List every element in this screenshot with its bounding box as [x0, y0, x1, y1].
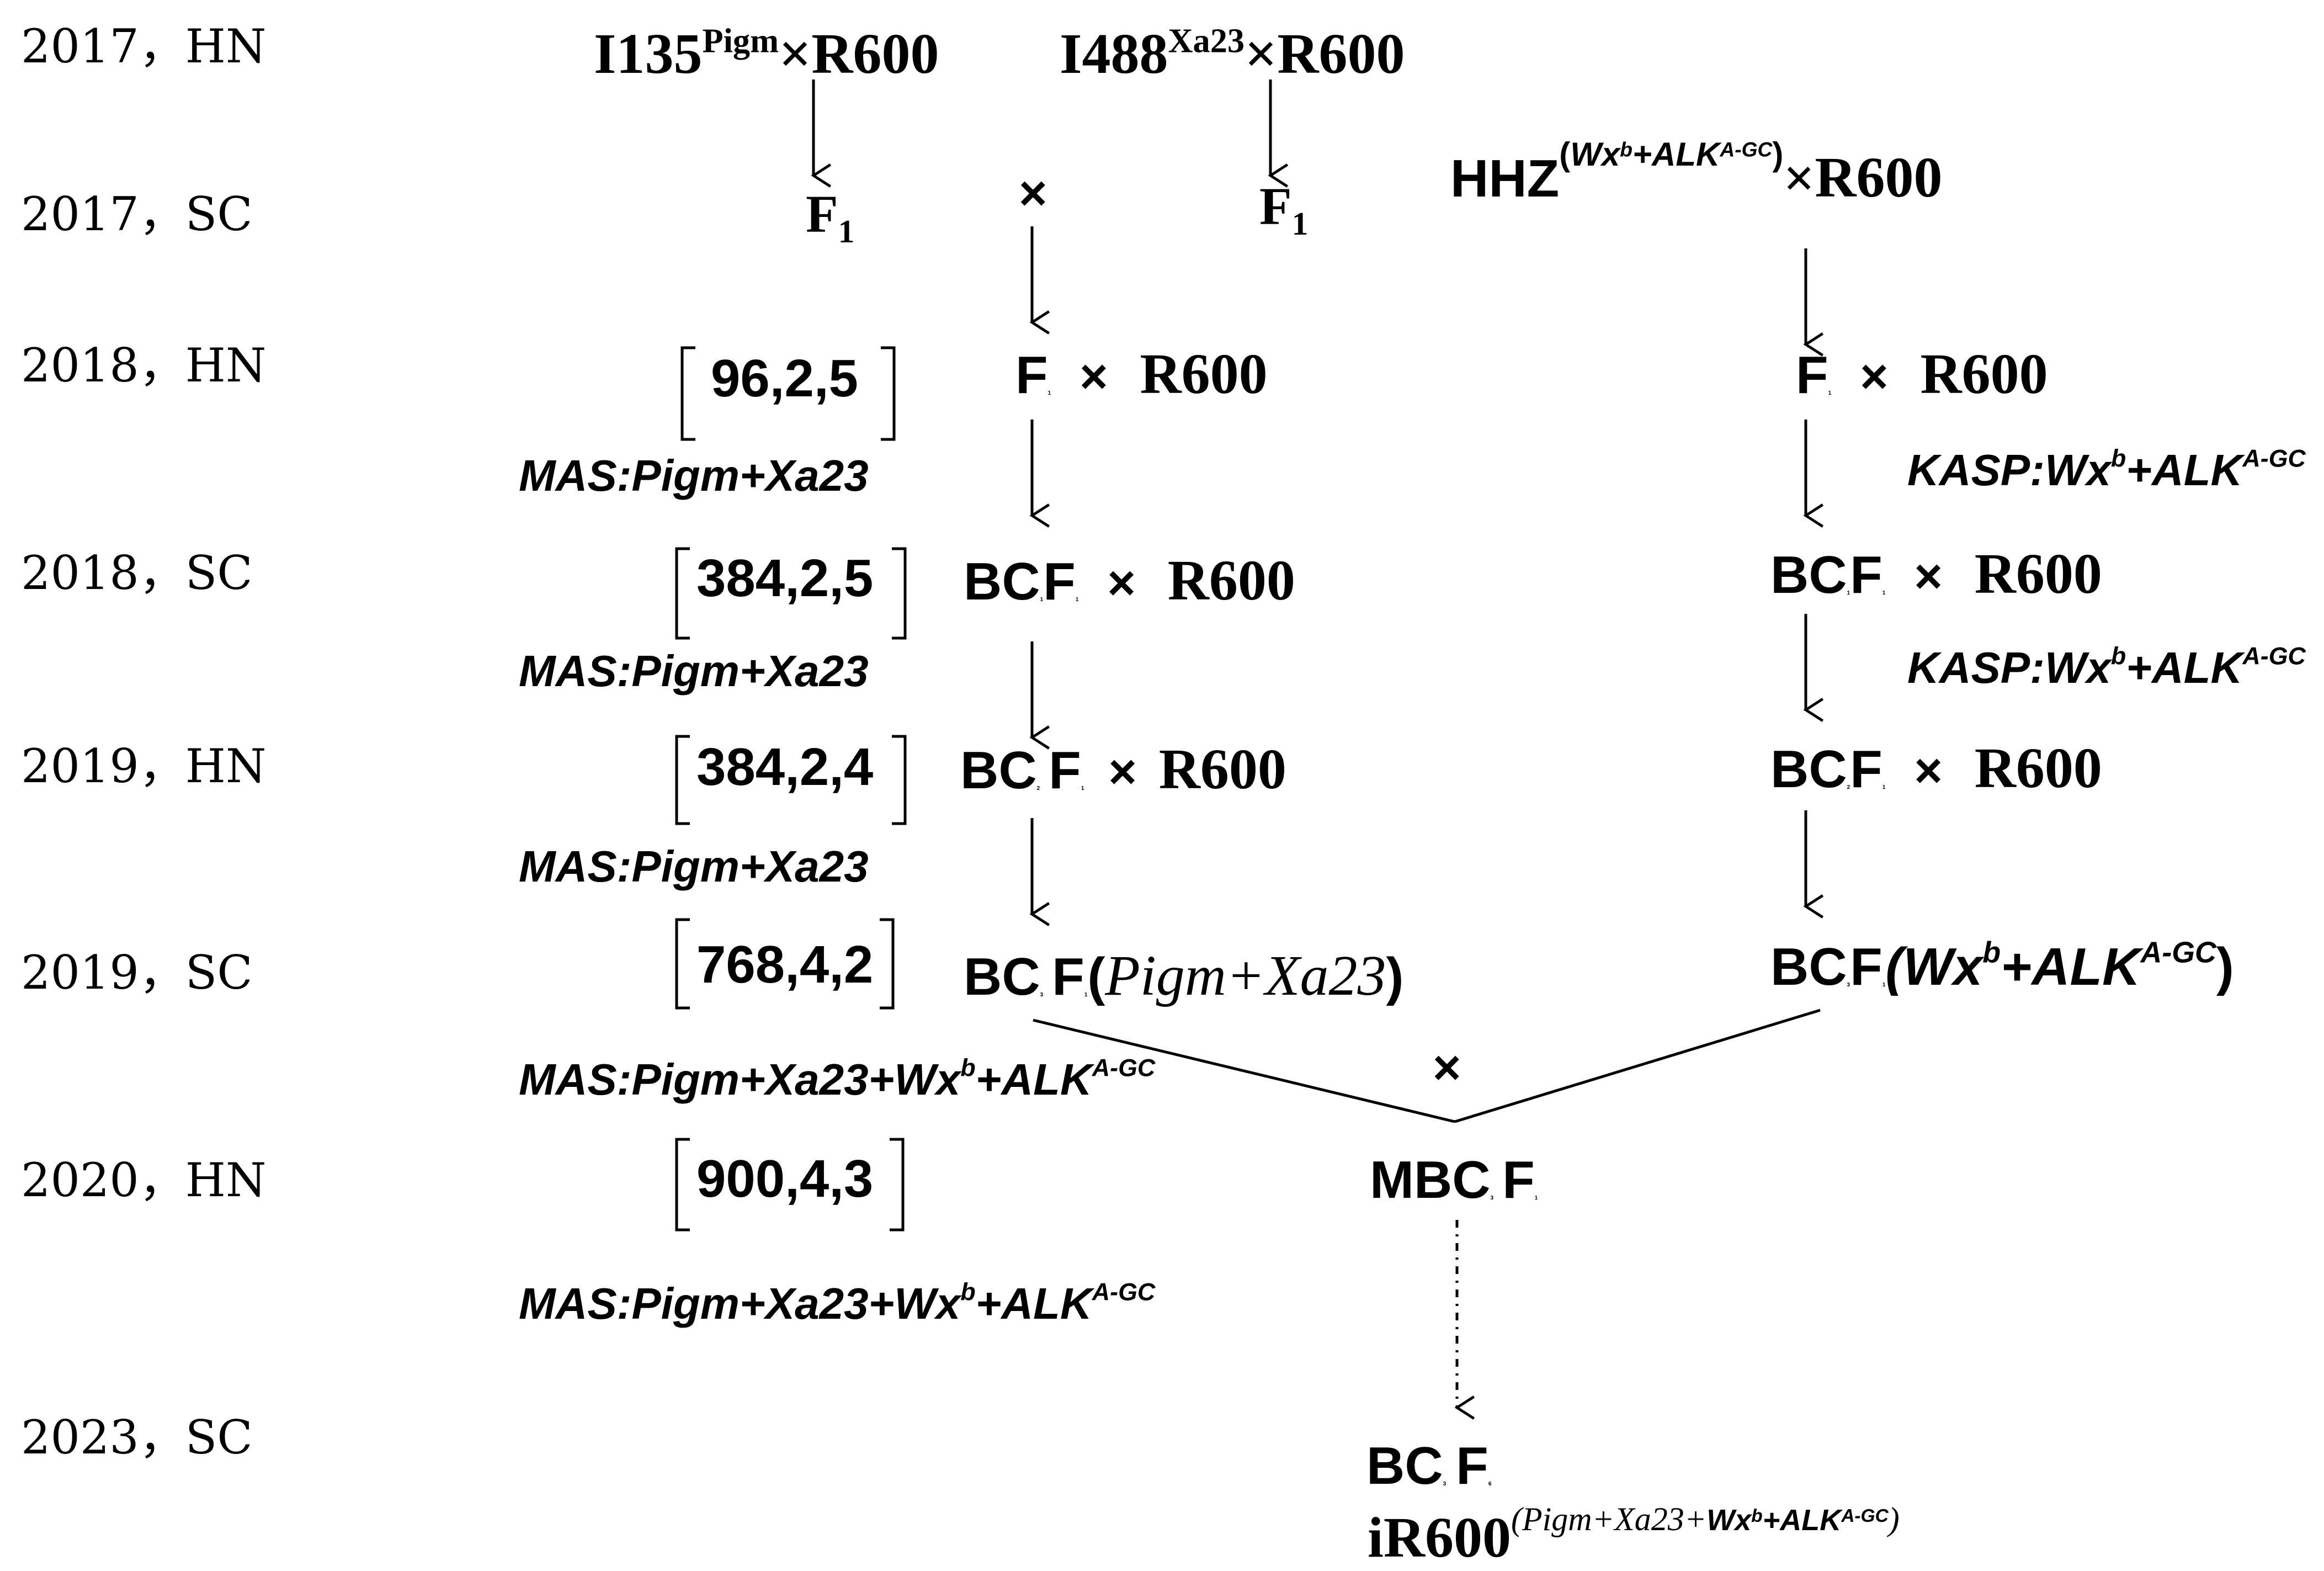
year-label-2017-sc: 2017，SC [21, 187, 253, 241]
left-f1-cross-r600: F1×R600 [1015, 342, 1268, 406]
ir600-genes: (Pigm+Xa23+Wxb+ALKA-GC) [1511, 1501, 1900, 1537]
bracket-right-2018-hn [881, 346, 896, 441]
gene-wx-alk: (Wxb+ALKA-GC) [1559, 136, 1784, 173]
year-label-2020-hn: 2020，HN [21, 1153, 267, 1207]
right-bc3f1-wx-alk: BC3F1(Wxb+ALKA-GC) [1770, 936, 2234, 996]
gene-pigm: Pigm [702, 22, 779, 60]
recurrent-parent: R600 [811, 22, 939, 86]
count-2019-sc: 768,4,2 [696, 935, 874, 994]
mas-label-3: MAS:Pigm+Xa23 [519, 842, 869, 891]
cross-sign: × [1245, 22, 1278, 86]
bracket-left-2018-hn [680, 346, 695, 441]
cross-sign: × [1783, 147, 1815, 209]
year-label-2018-hn: 2018，HN [21, 338, 267, 392]
bracket-left-2018-sc [675, 547, 690, 640]
year-label-2018-sc: 2018，SC [21, 546, 253, 600]
year-label-2023-sc: 2023，SC [21, 1410, 253, 1464]
ir600-final-line: iR600(Pigm+Xa23+Wxb+ALKA-GC) [1368, 1503, 1900, 1569]
bracket-right-2018-sc [892, 547, 907, 640]
ir600-name: iR600 [1368, 1506, 1511, 1569]
right-bc2f1-cross-r600: BC2F1×R600 [1770, 736, 2102, 800]
right-bc1f1-cross-r600: BC1F1×R600 [1770, 542, 2102, 606]
count-2019-hn: 384,2,4 [696, 737, 874, 797]
mas-label-2: MAS:Pigm+Xa23 [519, 646, 869, 696]
parent-i135: I135 [594, 22, 703, 86]
left-bc1f1-cross-r600: BC1F1×R600 [964, 549, 1295, 612]
f1-i135: F1 [806, 184, 855, 250]
year-label-2019-sc: 2019，SC [21, 946, 253, 1000]
cross-sign: × [779, 22, 812, 86]
recurrent-parent: R600 [1277, 22, 1405, 86]
bracket-right-2019-sc [880, 918, 895, 1010]
count-2018-hn: 96,2,5 [711, 349, 858, 408]
year-label-2017-hn: 2017，HN [21, 19, 267, 73]
recurrent-parent: R600 [1815, 146, 1943, 209]
cross-hhz-r600: HHZ(Wxb+ALKA-GC)×R600 [1450, 138, 1943, 209]
mas-label-5: MAS:Pigm+Xa23+Wxb+ALKA-GC [519, 1278, 1156, 1328]
cross-sign-f1: × [1019, 166, 1047, 220]
parent-hhz: HHZ [1450, 149, 1560, 208]
year-label-2019-hn: 2019，HN [21, 739, 267, 793]
kasp-label-2: KASP:Wxb+ALKA-GC [1907, 642, 2306, 692]
cross-i488-r600: I488Xa23×R600 [1060, 22, 1405, 86]
cross-sign-merge: × [1433, 1040, 1461, 1095]
mas-label-1: MAS:Pigm+Xa23 [519, 451, 869, 500]
count-2020-hn: 900,4,3 [696, 1149, 874, 1208]
bracket-left-2019-hn [675, 735, 690, 825]
right-f1-cross-r600: F1×R600 [1796, 342, 2048, 406]
f1-i488: F1 [1259, 177, 1309, 242]
parent-i488: I488 [1060, 22, 1168, 86]
merge-line-left [1033, 1018, 1455, 1123]
kasp-label-1: KASP:Wxb+ALKA-GC [1907, 444, 2306, 495]
bracket-right-2020-hn [890, 1138, 905, 1232]
count-2018-sc: 384,2,5 [696, 549, 874, 608]
gene-xa23: Xa23 [1168, 22, 1245, 60]
mas-label-4: MAS:Pigm+Xa23+Wxb+ALKA-GC [519, 1054, 1156, 1104]
bracket-left-2019-sc [675, 918, 690, 1010]
bracket-right-2019-hn [892, 735, 907, 825]
merge-line-right [1454, 1009, 1821, 1123]
bracket-left-2020-hn [675, 1138, 690, 1232]
cross-i135-r600: I135Pigm×R600 [594, 22, 939, 86]
